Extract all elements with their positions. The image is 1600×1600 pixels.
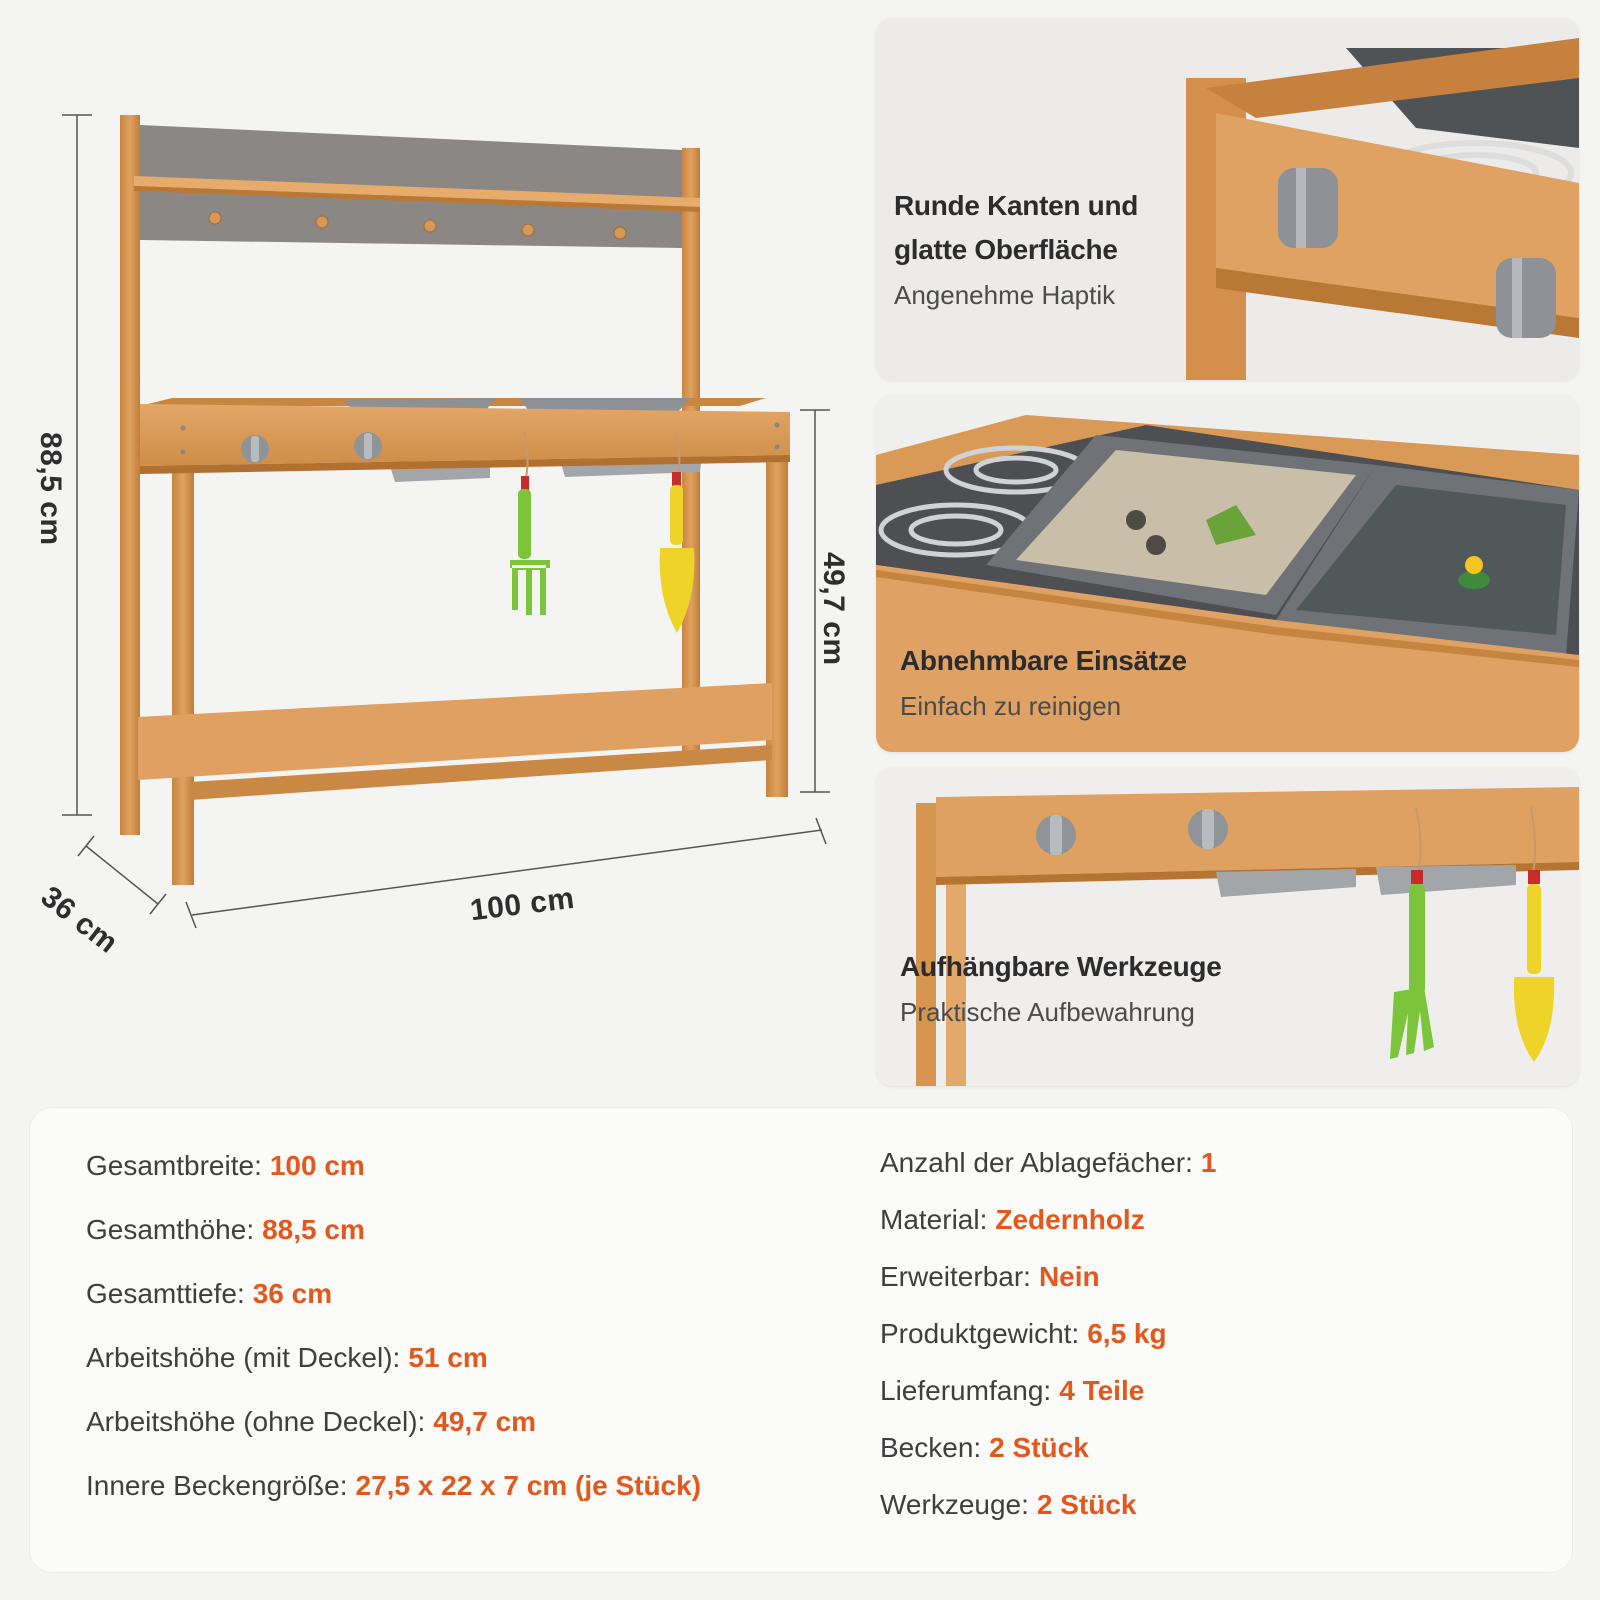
specifications-card: Gesamtbreite:100 cm Gesamthöhe:88,5 cm G… [30, 1108, 1572, 1572]
feature-title: Runde Kanten und [894, 190, 1139, 221]
spec-row: Material:Zedernholz [880, 1191, 1216, 1248]
feature-title: Abnehmbare Einsätze [900, 645, 1187, 676]
feature-title: glatte Oberfläche [894, 234, 1118, 265]
spec-label: Arbeitshöhe (mit Deckel): [86, 1342, 401, 1373]
hanging-pegs [208, 211, 627, 240]
spec-value: 88,5 cm [262, 1214, 365, 1245]
spec-row: Gesamttiefe:36 cm [86, 1262, 701, 1326]
back-left-leg [120, 115, 140, 835]
spec-row: Innere Beckengröße:27,5 x 22 x 7 cm (je … [86, 1454, 701, 1518]
spec-value: 2 Stück [989, 1432, 1089, 1463]
spec-row: Arbeitshöhe (ohne Deckel):49,7 cm [86, 1390, 701, 1454]
feature-subtitle: Praktische Aufbewahrung [900, 997, 1195, 1027]
garden-fork-icon [510, 431, 550, 615]
spec-row: Becken:2 Stück [880, 1419, 1216, 1476]
dimension-lines [62, 114, 830, 929]
spec-label: Becken: [880, 1432, 982, 1463]
spec-label: Innere Beckengröße: [86, 1470, 348, 1501]
knob-icon [1278, 168, 1338, 248]
spec-label: Material: [880, 1204, 988, 1235]
spec-label: Arbeitshöhe (ohne Deckel): [86, 1406, 426, 1437]
spec-value: 51 cm [408, 1342, 488, 1373]
spec-row: Produktgewicht:6,5 kg [880, 1305, 1216, 1362]
garden-trowel-icon [1513, 806, 1555, 1062]
dimension-height-work: 49,7 cm [817, 552, 850, 666]
feature-image-tools [876, 767, 1579, 1086]
spec-label: Gesamtbreite: [86, 1150, 262, 1181]
feature-image-edges [876, 18, 1579, 380]
spec-row: Lieferumfang:4 Teile [880, 1362, 1216, 1419]
spec-row: Anzahl der Ablagefächer:1 [880, 1134, 1216, 1191]
spec-row: Werkzeuge:2 Stück [880, 1476, 1216, 1533]
spec-row: Gesamtbreite:100 cm [86, 1134, 701, 1198]
spec-row: Gesamthöhe:88,5 cm [86, 1198, 701, 1262]
knob-icon [1036, 815, 1076, 855]
lower-shelf [138, 683, 772, 780]
knob-icon [1496, 258, 1556, 338]
spec-value: 36 cm [252, 1278, 333, 1309]
feature-title: Aufhängbare Werkzeuge [900, 951, 1222, 982]
spec-label: Anzahl der Ablagefächer: [880, 1147, 1193, 1178]
feature-panel-edges: Runde Kanten und glatte Oberfläche Angen… [876, 18, 1579, 380]
spec-value: Zedernholz [995, 1204, 1145, 1235]
spec-value: 4 Teile [1059, 1375, 1145, 1406]
front-left-leg [172, 440, 194, 885]
front-apron [140, 404, 790, 466]
specs-left-column: Gesamtbreite:100 cm Gesamthöhe:88,5 cm G… [86, 1134, 701, 1518]
feature-panel-inserts: Abnehmbare Einsätze Einfach zu reinigen [876, 395, 1579, 752]
garden-fork-icon [1390, 806, 1434, 1059]
knob-icon [1188, 809, 1228, 849]
feature-subtitle: Einfach zu reinigen [900, 691, 1122, 721]
feature-panel-tools: Aufhängbare Werkzeuge Praktische Aufbewa… [876, 767, 1579, 1086]
garden-trowel-icon [659, 431, 695, 633]
spec-row: Erweiterbar:Nein [880, 1248, 1216, 1305]
knob-icon [241, 435, 269, 463]
spec-value: 2 Stück [1036, 1489, 1137, 1520]
spec-row: Arbeitshöhe (mit Deckel):51 cm [86, 1326, 701, 1390]
spec-label: Erweiterbar: [880, 1261, 1031, 1292]
duck-icon [1458, 556, 1490, 589]
upper-shelf [134, 176, 700, 207]
mud-kitchen-drawing [62, 114, 830, 929]
spec-value: 100 cm [269, 1150, 365, 1181]
specs-right-column: Anzahl der Ablagefächer:1 Material:Zeder… [880, 1134, 1216, 1533]
spec-label: Lieferumfang: [880, 1375, 1052, 1406]
spec-label: Gesamthöhe: [86, 1214, 255, 1245]
spec-value: 27,5 x 22 x 7 cm (je Stück) [355, 1470, 702, 1501]
spec-value: Nein [1038, 1261, 1100, 1292]
feature-image-inserts [876, 395, 1579, 752]
knob-icon [354, 432, 382, 460]
spec-label: Gesamttiefe: [86, 1278, 245, 1309]
backboard [140, 125, 682, 248]
spec-value: 49,7 cm [433, 1406, 537, 1437]
spec-label: Produktgewicht: [880, 1318, 1080, 1349]
product-dimension-illustration: 88,5 cm 49,7 cm 100 cm 36 cm [0, 0, 860, 1090]
spec-value: 1 [1200, 1147, 1217, 1178]
spec-value: 6,5 kg [1087, 1318, 1167, 1349]
dimension-height-total: 88,5 cm [34, 432, 67, 546]
feature-subtitle: Angenehme Haptik [894, 280, 1116, 310]
spec-label: Werkzeuge: [880, 1489, 1029, 1520]
